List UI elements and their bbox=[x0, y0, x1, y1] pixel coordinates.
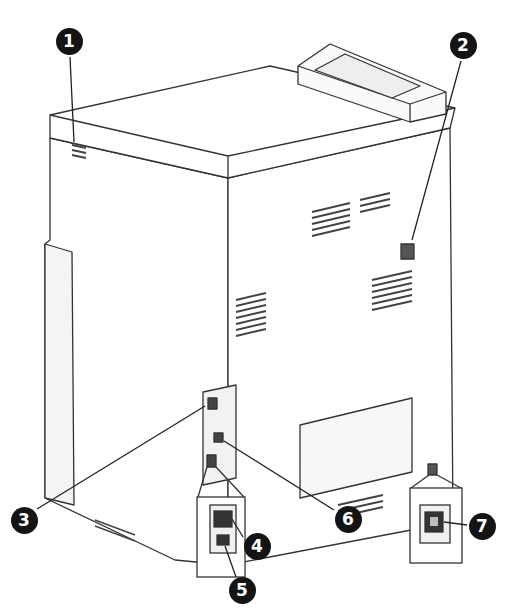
vent bbox=[360, 193, 390, 212]
leader-line bbox=[232, 519, 243, 537]
inset-line bbox=[411, 475, 429, 488]
leader-line bbox=[444, 522, 467, 525]
vent bbox=[95, 520, 135, 541]
rear-cover bbox=[300, 398, 412, 498]
vents bbox=[72, 145, 412, 541]
port-housing bbox=[420, 505, 450, 543]
leaders bbox=[37, 57, 467, 577]
callout-number: 3 bbox=[11, 507, 38, 534]
inlet-slot bbox=[430, 517, 438, 526]
inset-line bbox=[216, 467, 244, 497]
vent bbox=[312, 203, 350, 236]
leader-line bbox=[225, 546, 236, 577]
inset-box bbox=[410, 488, 462, 563]
document-feeder bbox=[298, 44, 446, 122]
port bbox=[207, 455, 216, 467]
inset-box bbox=[197, 497, 245, 577]
document-tray bbox=[315, 54, 420, 98]
side-tray bbox=[45, 244, 74, 505]
leader-line bbox=[412, 61, 461, 240]
vent bbox=[372, 271, 412, 310]
usb-port bbox=[217, 535, 229, 545]
callout-number: 4 bbox=[244, 533, 271, 560]
leader-line bbox=[224, 441, 334, 510]
inset-line bbox=[437, 475, 461, 488]
callout-number: 1 bbox=[56, 28, 83, 55]
callout-number: 6 bbox=[335, 506, 362, 533]
leader-line bbox=[70, 57, 74, 142]
port bbox=[208, 398, 217, 409]
callout-number: 5 bbox=[229, 577, 256, 604]
port bbox=[214, 433, 223, 442]
socket bbox=[401, 244, 414, 259]
lan-port bbox=[214, 511, 232, 527]
callout-number: 2 bbox=[450, 32, 477, 59]
feeder-edge bbox=[409, 104, 410, 122]
socket bbox=[428, 464, 437, 475]
port-housing bbox=[210, 505, 236, 553]
top-edge bbox=[227, 156, 228, 178]
inset-line bbox=[198, 467, 207, 497]
vent bbox=[72, 145, 86, 158]
leader-line bbox=[37, 406, 205, 509]
power-inlet bbox=[425, 512, 443, 532]
top-edge bbox=[50, 115, 228, 156]
vent bbox=[236, 293, 266, 336]
callout-number: 7 bbox=[469, 513, 496, 540]
